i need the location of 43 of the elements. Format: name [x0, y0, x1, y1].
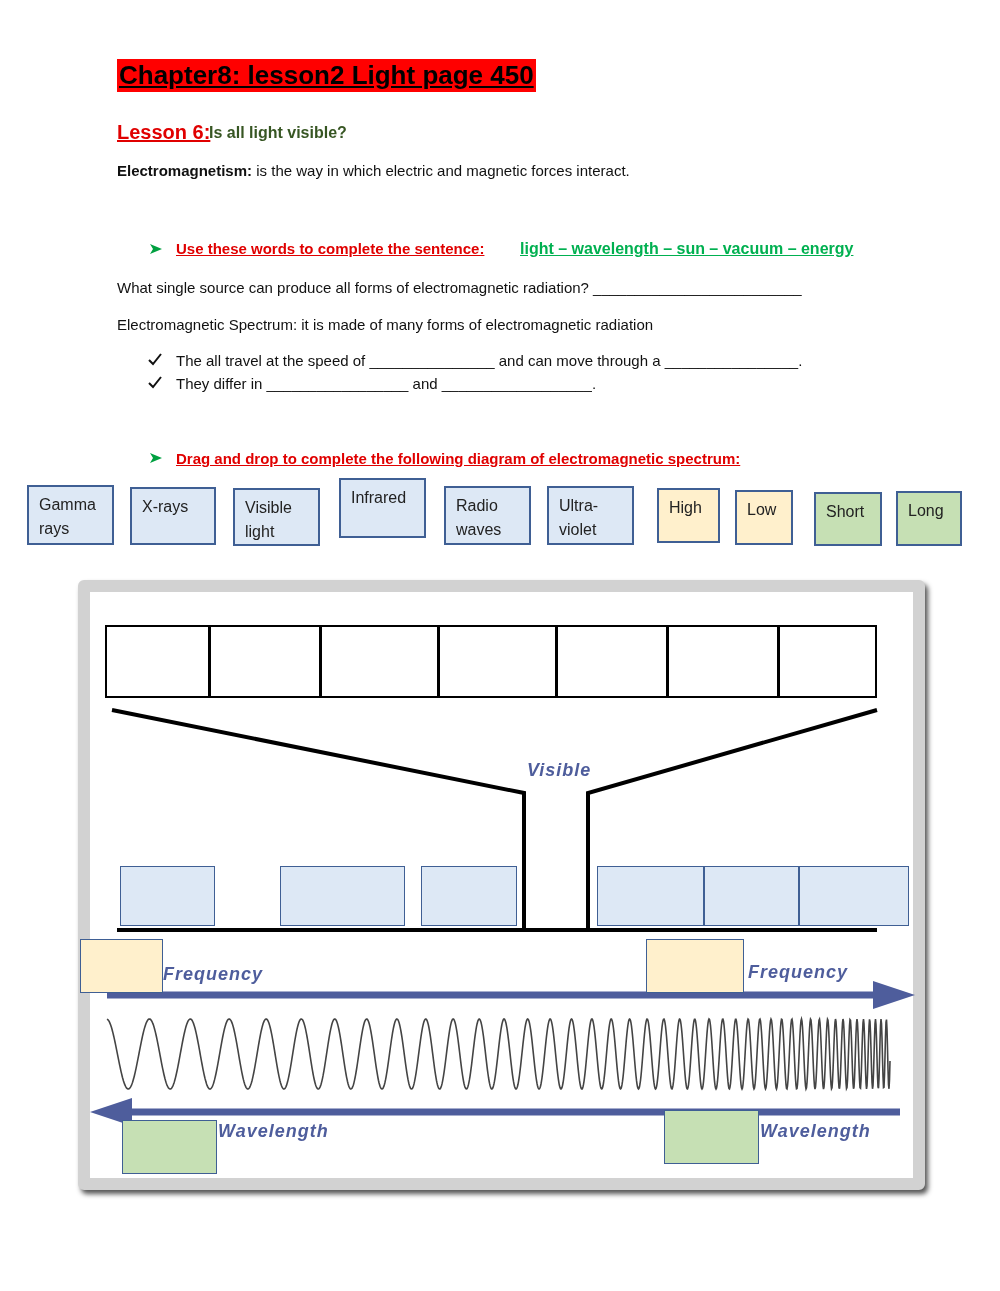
word-tile: Short: [814, 492, 882, 546]
spectrum-cell: [438, 625, 557, 698]
word-bank: light – wavelength – sun – vacuum – energy: [520, 240, 854, 258]
drop-box: [646, 939, 744, 993]
instruction-text: Drag and drop to complete the following diagram of electromagnetic spectrum:: [176, 450, 741, 467]
drop-box: [799, 866, 909, 926]
word-tile: Radio waves: [444, 486, 531, 545]
question-heading: Is all light visible?: [209, 124, 347, 142]
word-tile: Gamma rays: [27, 485, 114, 545]
axis-label: Frequency: [748, 962, 849, 983]
word-tile: X-rays: [130, 487, 216, 545]
spectrum-cell: [105, 625, 210, 698]
drop-box: [664, 1110, 759, 1164]
sentence-text: Electromagnetic Spectrum: it is made of many forms of electromagnetic radiation: [117, 316, 654, 333]
drop-box: [122, 1120, 217, 1174]
drop-box: [120, 866, 215, 926]
definition-text: Electromagnetism: is the way in which electric and magnetic forces interact.: [117, 162, 630, 179]
word-tile: Low: [735, 490, 793, 545]
axis-label: Frequency: [163, 964, 264, 985]
spectrum-cell: [778, 625, 877, 698]
axis-label: Wavelength: [218, 1121, 329, 1142]
drop-box: [704, 866, 799, 926]
drop-box: [280, 866, 405, 926]
lesson-heading: Lesson 6:: [117, 121, 211, 144]
axis-label: Wavelength: [760, 1121, 871, 1142]
drop-box: [421, 866, 517, 926]
fill-in-sentence: They differ in _________________ and __________________.: [176, 375, 597, 392]
word-tile: Visible light: [233, 488, 320, 546]
drop-box: [80, 939, 163, 993]
word-tile: Long: [896, 491, 962, 546]
word-tile: Ultra- violet: [547, 486, 634, 545]
instruction-text: Use these words to complete the sentence:: [176, 240, 485, 257]
spectrum-cell: [320, 625, 439, 698]
fill-in-sentence: The all travel at the speed of _______________ and can move through a ________________.: [176, 352, 803, 369]
word-tile: High: [657, 488, 720, 543]
page-title: Chapter8: lesson2 Light page 450: [117, 59, 536, 92]
question-text: What single source can produce all forms of electromagnetic radiation? _________________________: [117, 279, 802, 296]
word-tile: Infrared: [339, 478, 426, 538]
spectrum-cell: [556, 625, 668, 698]
spectrum-cell: [667, 625, 779, 698]
axis-label: Visible: [527, 760, 592, 781]
drop-box: [597, 866, 704, 926]
spectrum-cell: [209, 625, 321, 698]
